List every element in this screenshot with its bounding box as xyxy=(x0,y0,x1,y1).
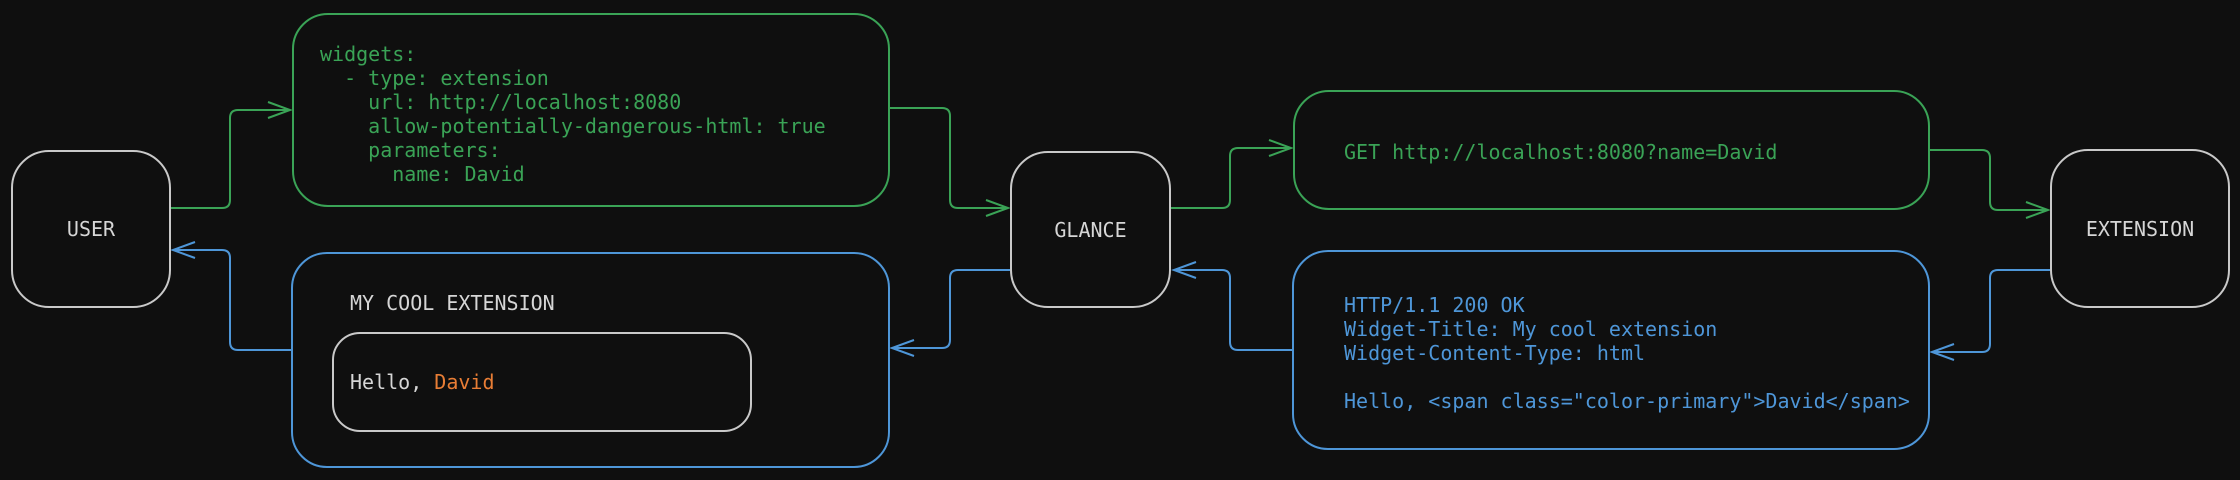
widget-greeting-box: Hello, David xyxy=(332,332,752,432)
node-extension: EXTENSION xyxy=(2050,149,2230,308)
node-glance-label: GLANCE xyxy=(1054,217,1127,242)
config-yaml-box: widgets: - type: extension url: http://l… xyxy=(292,13,890,207)
node-user-label: USER xyxy=(66,217,116,241)
arrow-user-to-config xyxy=(171,101,293,209)
arrow-extension-to-response xyxy=(1929,269,2050,361)
arrow-response-to-glance xyxy=(1171,261,1292,351)
http-response-code: HTTP/1.1 200 OK Widget-Title: My cool ex… xyxy=(1344,293,1910,413)
rendered-widget-box: MY COOL EXTENSION Hello, David xyxy=(291,252,890,468)
arrow-config-to-glance xyxy=(890,107,1011,217)
arrow-glance-to-request xyxy=(1171,139,1294,209)
http-request-line: GET http://localhost:8080?name=David xyxy=(1344,140,1778,164)
node-user: USER xyxy=(11,150,171,308)
greeting-prefix: Hello, xyxy=(350,370,435,394)
arrow-glance-to-widget xyxy=(889,269,1010,357)
http-request-box: GET http://localhost:8080?name=David xyxy=(1293,90,1930,210)
arrow-request-to-extension xyxy=(1930,149,2051,219)
greeting-name: David xyxy=(434,370,495,394)
http-response-box: HTTP/1.1 200 OK Widget-Title: My cool ex… xyxy=(1292,250,1930,450)
arrow-widget-to-user xyxy=(170,241,291,351)
widget-title: MY COOL EXTENSION xyxy=(350,291,555,315)
node-extension-label: EXTENSION xyxy=(2085,216,2195,241)
config-yaml-code: widgets: - type: extension url: http://l… xyxy=(320,42,826,186)
node-glance: GLANCE xyxy=(1010,151,1171,308)
